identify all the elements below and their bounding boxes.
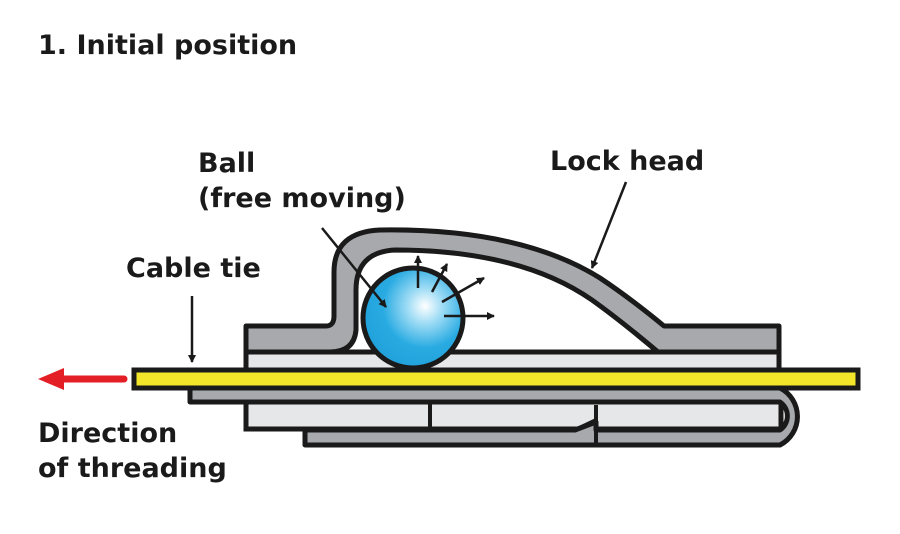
bottom-strap: [187, 385, 800, 448]
force-arrow-right-up: [441, 276, 485, 304]
upper-housing-strip: [243, 349, 782, 373]
diagram-title: 1. Initial position: [38, 30, 297, 61]
ball-pointer-arrow: [321, 227, 387, 308]
threading-direction-arrow: [38, 368, 128, 390]
direction-label-line2: of threading: [38, 453, 227, 484]
ball-label-line2: (free moving): [198, 183, 406, 214]
cable-tie-strap: [131, 367, 861, 391]
lock-head-pointer-arrow: [590, 181, 628, 269]
force-arrow-upright: [430, 263, 449, 293]
lower-housing: [243, 399, 784, 432]
lock-head-label: Lock head: [550, 146, 704, 177]
lock-head: [243, 227, 782, 355]
cable-tie-label: Cable tie: [126, 253, 261, 284]
force-arrows: [414, 255, 495, 320]
ball-label-line1: Ball: [198, 148, 255, 179]
direction-label-line1: Direction: [38, 418, 177, 449]
ball: [360, 265, 466, 371]
